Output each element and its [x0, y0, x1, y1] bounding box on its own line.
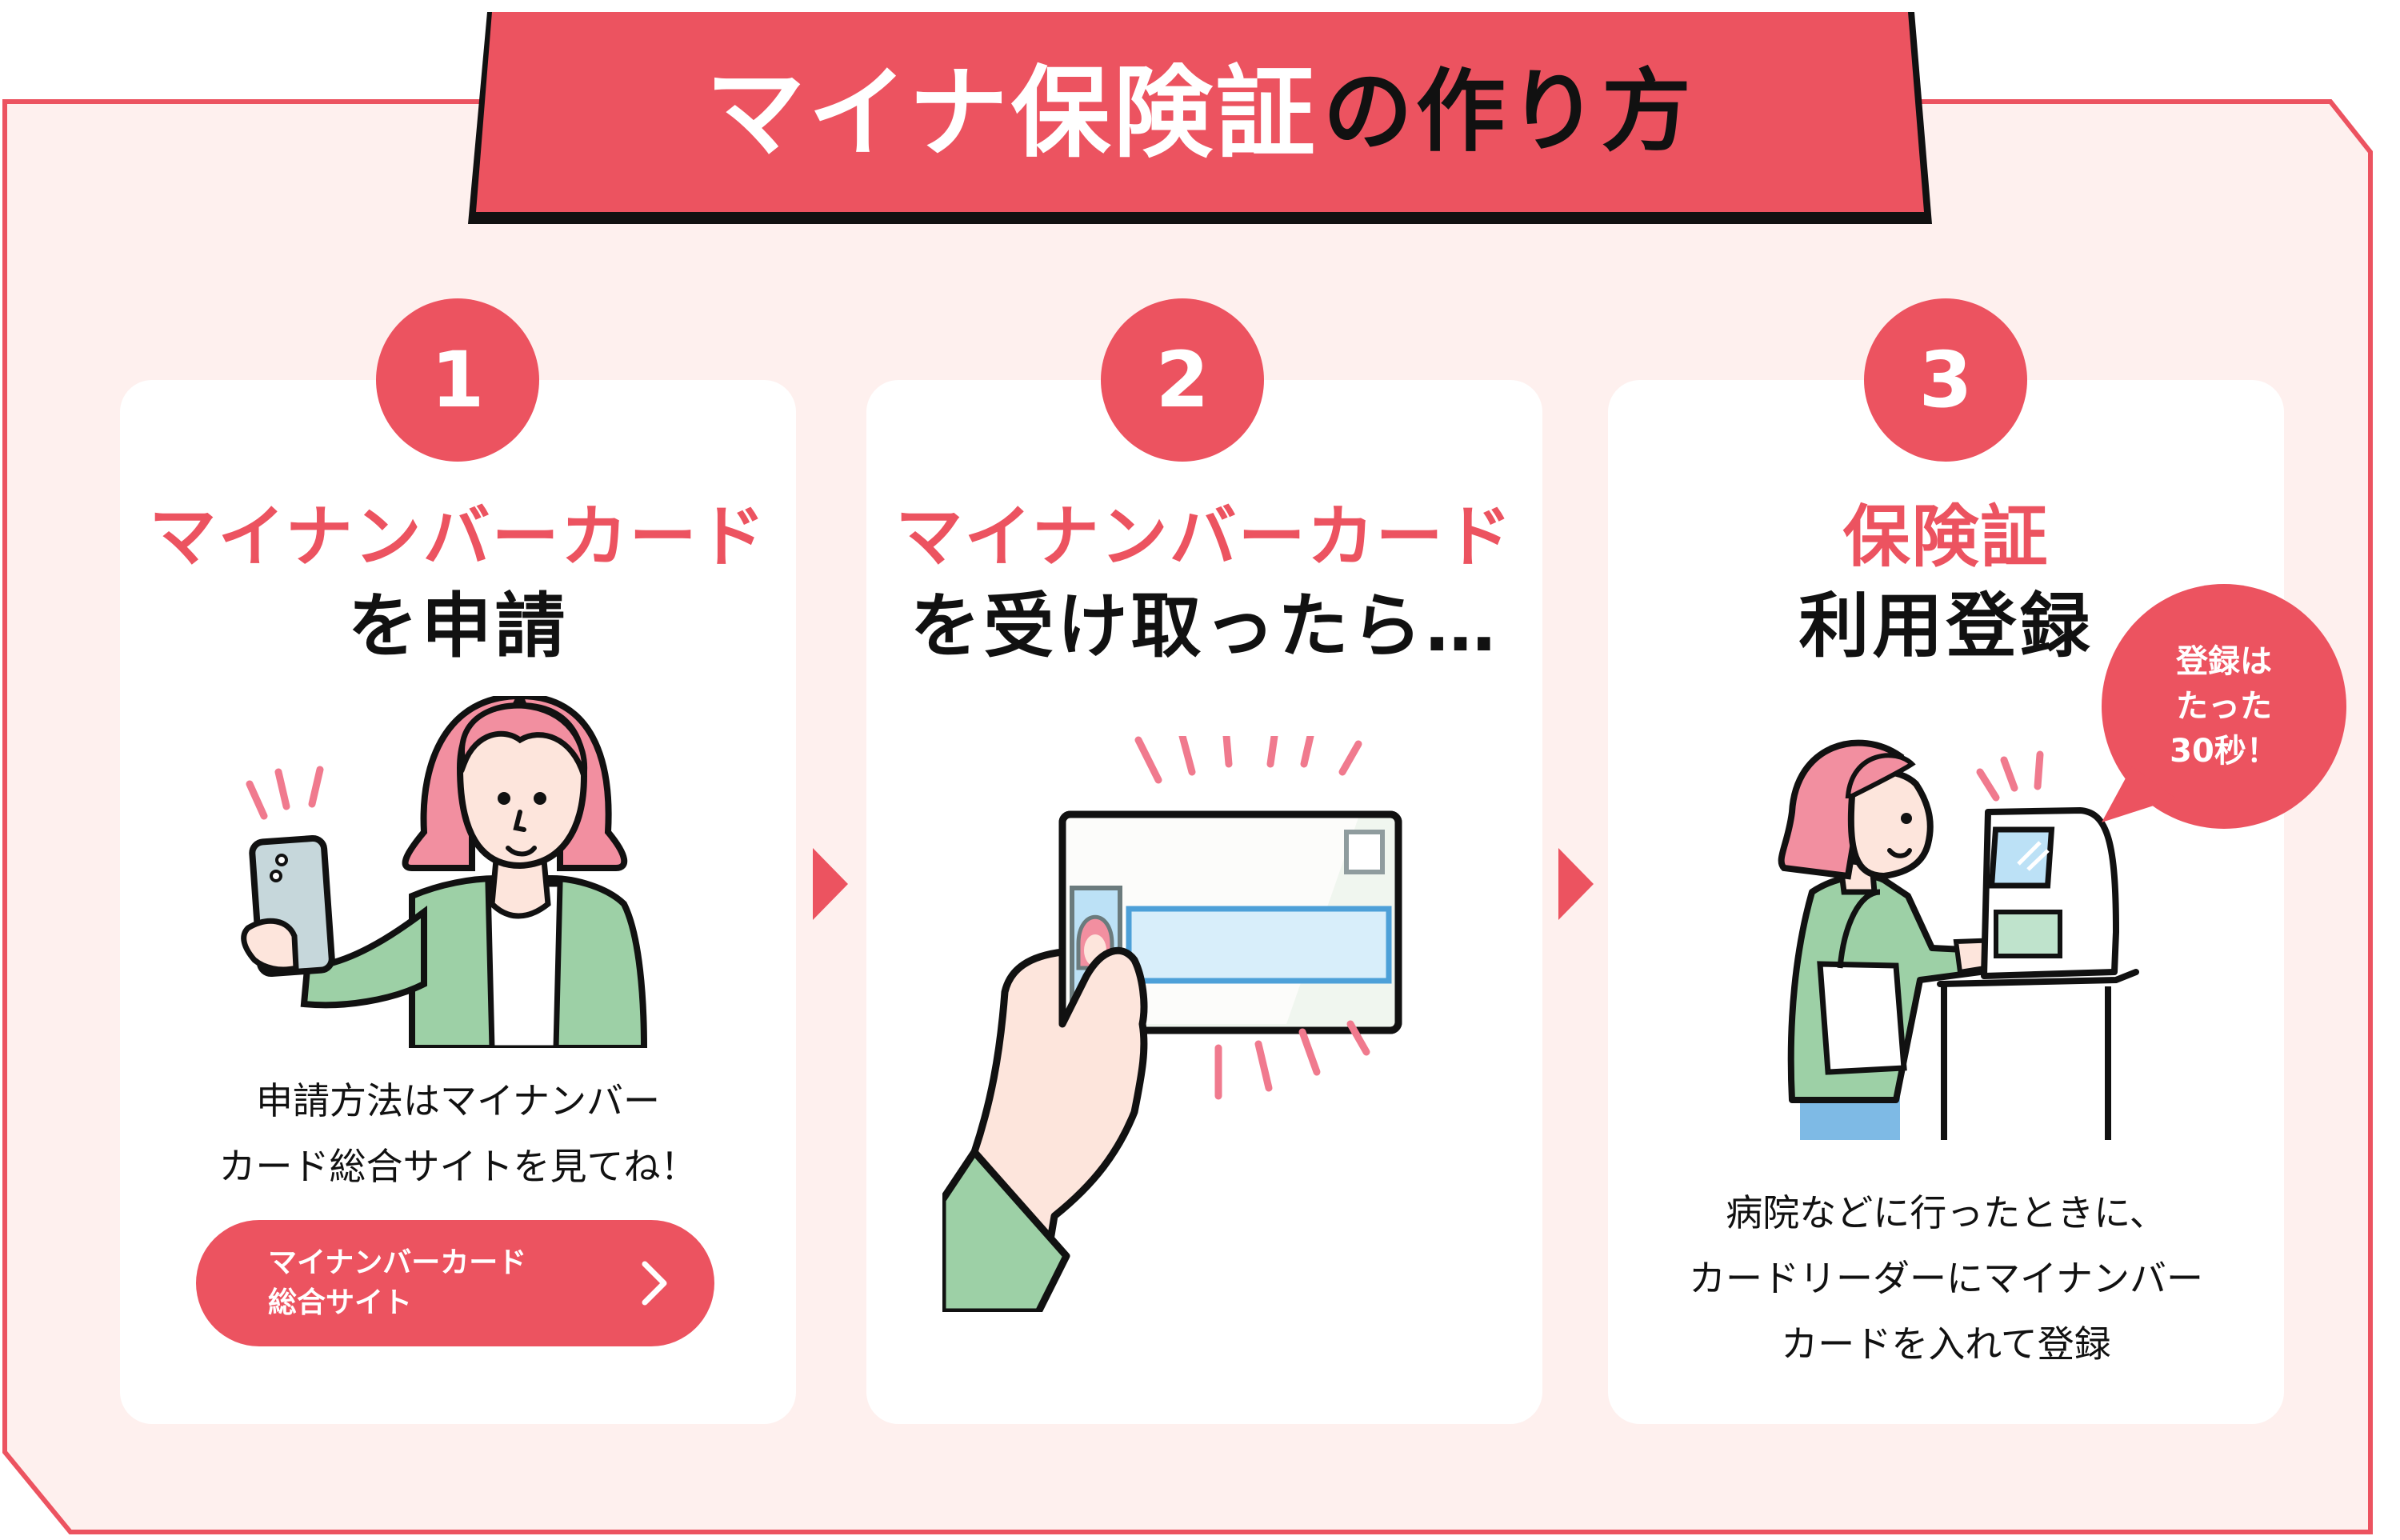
- step-3-description-line-2: カードリーダーにマイナンバー: [1688, 1257, 2204, 1300]
- step-1-title-main: を申請: [347, 585, 569, 667]
- title-banner: マイナ保険証 の作り方: [468, 4, 1932, 224]
- woman-smartphone-illustration: [241, 696, 648, 1048]
- step-2-panel: マイナンバーカード を受け取ったら…: [866, 380, 1542, 1424]
- step-3-description-line-3: カードを入れて登録: [1781, 1322, 2111, 1366]
- step-1-number: 1: [376, 298, 539, 462]
- step-3-title-main: 利用登録: [1798, 585, 2094, 667]
- woman-card-reader-illustration: [1778, 739, 2139, 1140]
- title-rest: の作り方: [1322, 60, 1694, 164]
- arrow-right-icon: [813, 848, 848, 920]
- step-2-number: 2: [1101, 298, 1264, 462]
- step-1-panel: マイナンバーカード を申請: [120, 380, 796, 1424]
- speech-bubble-shape: [2102, 584, 2346, 829]
- step-3-number: 3: [1864, 298, 2027, 462]
- arrow-right-icon: [1558, 848, 1594, 920]
- site-button-label: マイナンバーカード 総合サイト: [268, 1246, 527, 1319]
- registration-time-badge: 登録は たった 30秒！: [2100, 582, 2348, 830]
- hand-card-illustration: [942, 736, 1402, 1312]
- step-2-title-main: を受け取ったら…: [910, 585, 1499, 667]
- page-title: マイナ保険証 の作り方: [468, 4, 1932, 204]
- step-1-title-accent: マイナンバーカード: [149, 498, 767, 576]
- step-3-title-accent: 保険証: [1842, 498, 2050, 576]
- step-2-title: マイナンバーカード を受け取ったら…: [866, 492, 1542, 671]
- banner-shape: [468, 12, 1932, 224]
- step-3-description-line-1: 病院などに行ったときに、: [1726, 1191, 2166, 1234]
- step-2-title-accent: マイナンバーカード: [895, 498, 1514, 576]
- title-highlight: マイナ保険証: [706, 56, 1318, 171]
- chevron-right-icon: [642, 1261, 667, 1306]
- step-3-title: 保険証 利用登録: [1608, 492, 2284, 671]
- badge-text: 登録は たった 30秒！: [2170, 643, 2278, 770]
- step-1-description: 申請方法はマイナンバー カード総合サイトを見てね！: [120, 1068, 796, 1199]
- step-3-description: 病院などに行ったときに、 カードリーダーにマイナンバー カードを入れて登録: [1608, 1180, 2284, 1377]
- step-3-panel: 保険証 利用登録: [1608, 380, 2284, 1424]
- step-1-title: マイナンバーカード を申請: [120, 492, 796, 671]
- step-1-description-line-1: 申請方法はマイナンバー: [255, 1079, 661, 1122]
- step-1-description-line-2: カード総合サイトを見てね！: [218, 1145, 698, 1188]
- mynumber-card-site-button[interactable]: マイナンバーカード 総合サイト: [196, 1220, 714, 1346]
